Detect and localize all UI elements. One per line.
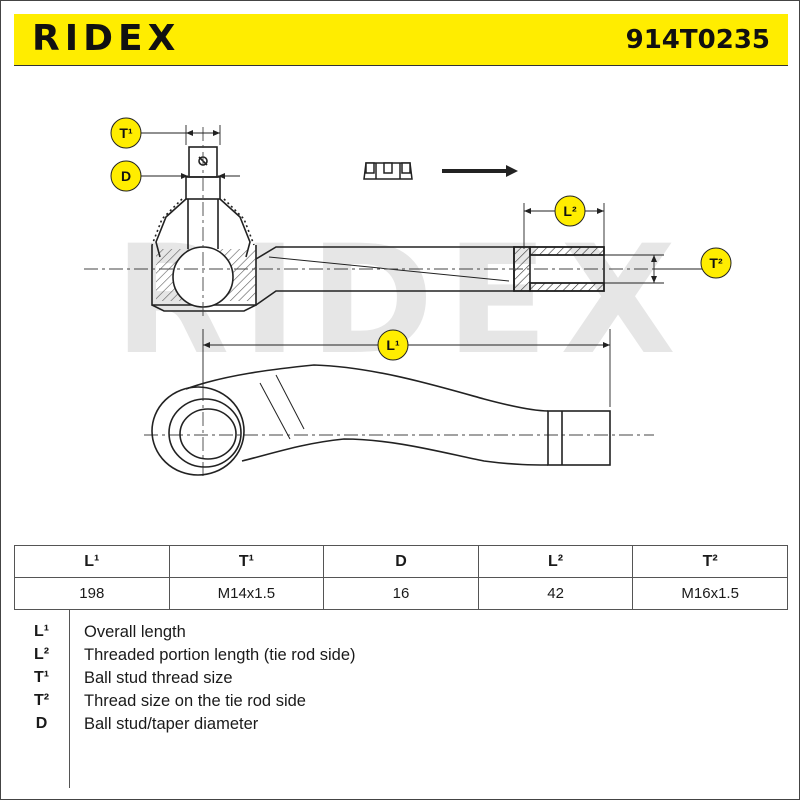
castle-nut-icon <box>363 162 413 180</box>
spec-header-l1: L¹ <box>14 545 170 578</box>
spec-header-t1: T¹ <box>168 545 325 578</box>
legend-item: L² Threaded portion length (tie rod side… <box>14 644 788 666</box>
legend-abbr: T¹ <box>33 669 50 686</box>
legend-desc: Threaded portion length (tie rod side) <box>84 646 356 664</box>
centerlines <box>84 127 664 477</box>
label-d-badge: D <box>121 168 131 184</box>
header-bar: RIDEX 914T0235 <box>14 14 788 66</box>
brand-logo: RIDEX <box>32 18 181 59</box>
legend-desc: Thread size on the tie rod side <box>84 692 306 710</box>
legend-abbr: T² <box>33 692 50 709</box>
spec-value-t1: M14x1.5 <box>168 577 325 610</box>
spec-value-d: 16 <box>323 577 479 610</box>
spec-table: L¹ T¹ D L² T² 198 M14x1.5 16 42 M16x1.5 <box>14 545 788 610</box>
dimension-l1: L¹ <box>202 329 611 407</box>
legend-abbr: L² <box>33 646 50 663</box>
spec-value-l1: 198 <box>14 577 170 610</box>
dimension-t2: T² <box>604 247 732 284</box>
legend-item: D Ball stud/taper diameter <box>14 713 788 735</box>
legend: L¹ Overall length L² Threaded portion le… <box>14 609 788 788</box>
part-number: 914T0235 <box>625 25 770 55</box>
tie-rod-end-top-view <box>151 364 611 476</box>
legend-abbr: L¹ <box>33 623 50 640</box>
dimension-t1: T¹ <box>110 117 221 149</box>
spec-table-value-row: 198 M14x1.5 16 42 M16x1.5 <box>14 577 788 610</box>
label-t2-badge: T² <box>709 255 723 271</box>
label-t1-badge: T¹ <box>119 125 133 141</box>
spec-value-t2: M16x1.5 <box>632 577 788 610</box>
legend-desc: Ball stud/taper diameter <box>84 715 259 733</box>
cotter-pin-icon <box>442 165 518 177</box>
legend-divider <box>69 610 70 788</box>
spec-header-l2: L² <box>477 545 634 578</box>
drawing-canvas: RIDEX <box>84 117 732 477</box>
spec-header-d: D <box>323 545 479 578</box>
spec-table-header-row: L¹ T¹ D L² T² <box>14 545 788 578</box>
legend-desc: Overall length <box>84 623 186 641</box>
legend-desc: Ball stud thread size <box>84 669 233 687</box>
legend-item: T² Thread size on the tie rod side <box>14 690 788 712</box>
legend-abbr: D <box>35 715 48 732</box>
legend-item: T¹ Ball stud thread size <box>14 667 788 689</box>
spec-header-t2: T² <box>632 545 788 578</box>
technical-drawing: RIDEX <box>14 67 788 545</box>
label-l2-badge: L² <box>563 203 577 219</box>
dimension-l2: L² <box>523 195 605 249</box>
legend-item: L¹ Overall length <box>14 621 788 643</box>
label-l1-badge: L¹ <box>386 337 400 353</box>
dimension-d: D <box>110 160 240 192</box>
spec-value-l2: 42 <box>477 577 634 610</box>
